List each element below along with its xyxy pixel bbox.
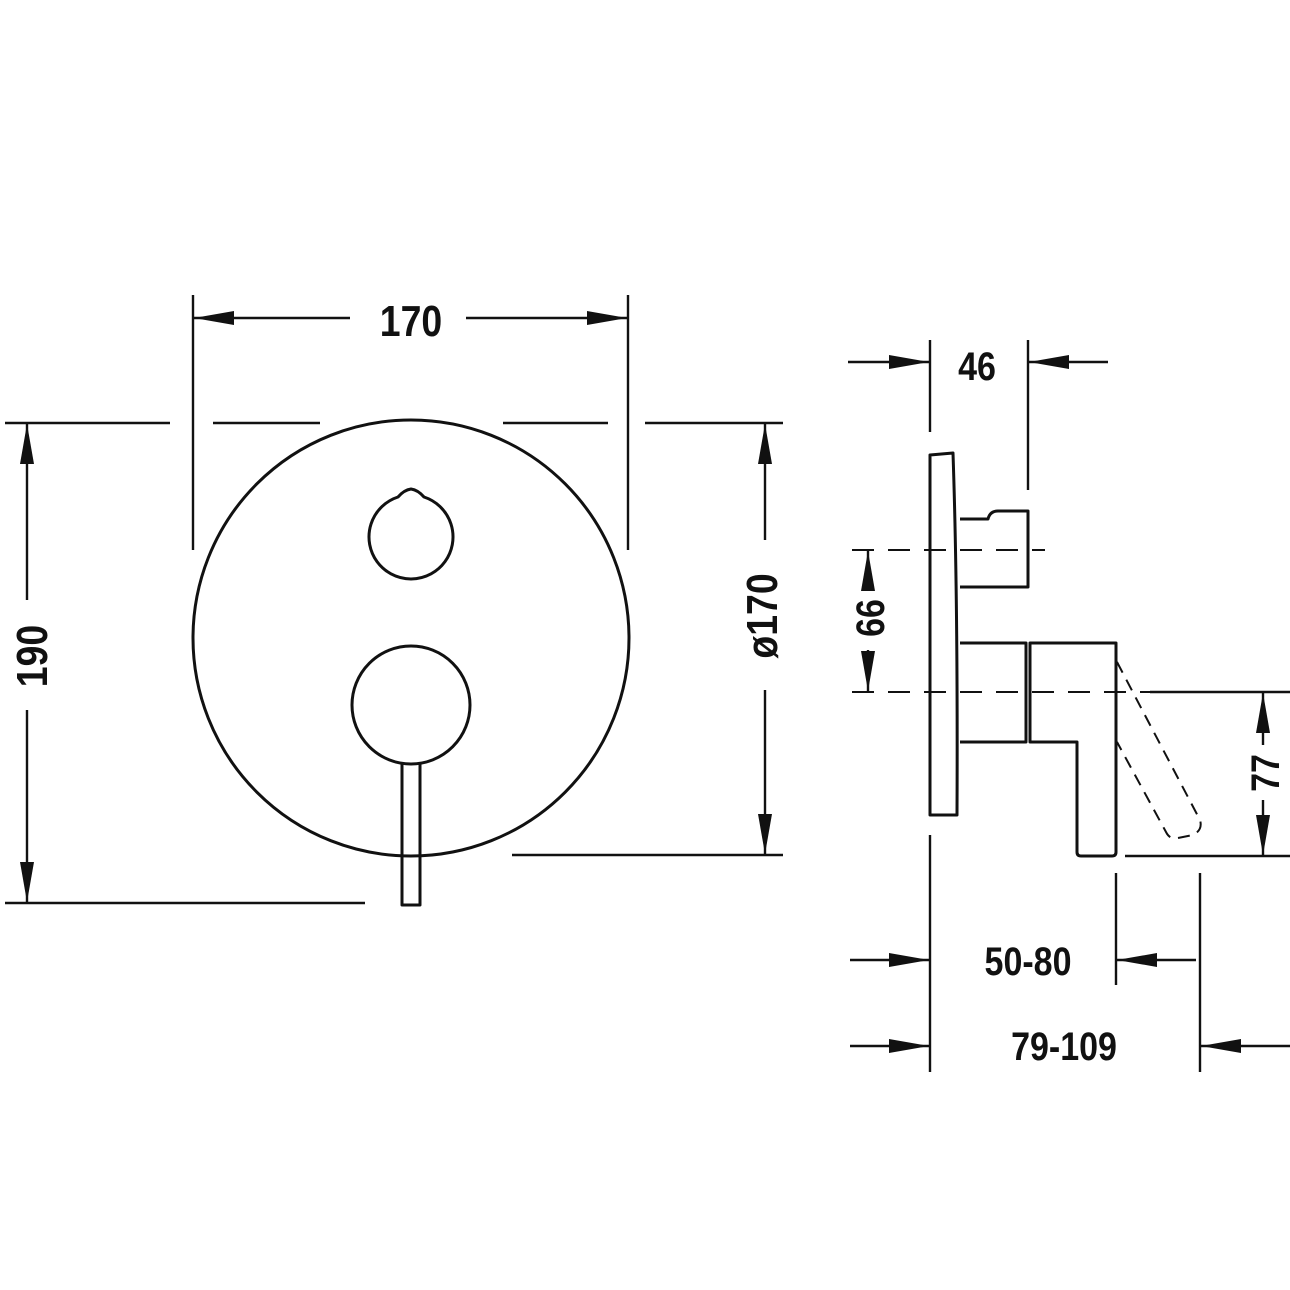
height-dimension-label: 190 [7, 625, 57, 687]
cover-plate-outline [191, 418, 631, 858]
diameter-dimension-label: ø170 [737, 573, 787, 658]
diverter-knob [367, 487, 455, 581]
depth-dimension-label: 46 [958, 343, 996, 388]
cover-plate-profile [928, 451, 959, 817]
lever-profile [1028, 641, 1118, 858]
handle-body-profile [960, 641, 1028, 744]
lever-alternate-position [1116, 661, 1202, 840]
lower-spacing-label: 77 [1242, 754, 1287, 792]
total-projection-label: 79-109 [1011, 1023, 1117, 1068]
mixer-handle-base [350, 644, 472, 766]
front-view: 170 190 ø170 [5, 295, 787, 907]
width-dimension-label: 170 [380, 296, 442, 346]
projection-label: 50-80 [985, 938, 1072, 983]
diverter-knob-profile [960, 509, 1030, 589]
upper-spacing-label: 66 [847, 599, 892, 637]
mixer-lever [400, 764, 422, 907]
side-view: 46 66 77 50-80 79-109 [847, 340, 1290, 1072]
